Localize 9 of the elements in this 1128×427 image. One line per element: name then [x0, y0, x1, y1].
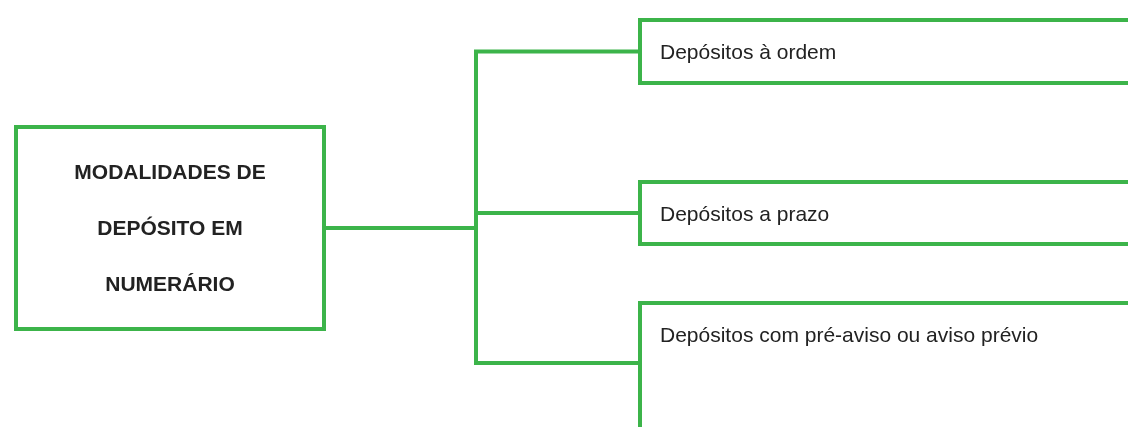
node-label: Depósitos a prazo — [660, 202, 831, 226]
node-label: Depósitos à ordem — [660, 40, 838, 64]
category-box — [638, 301, 1128, 427]
connector-line — [326, 226, 638, 365]
node-label: MODALIDADES DE DEPÓSITO EM NUMERÁRIO — [73, 159, 267, 297]
title-box — [14, 125, 326, 331]
category-box — [638, 180, 1128, 246]
node-label: Depósitos com pré-aviso ou aviso prévio — [660, 322, 1040, 348]
category-box — [638, 18, 1128, 85]
